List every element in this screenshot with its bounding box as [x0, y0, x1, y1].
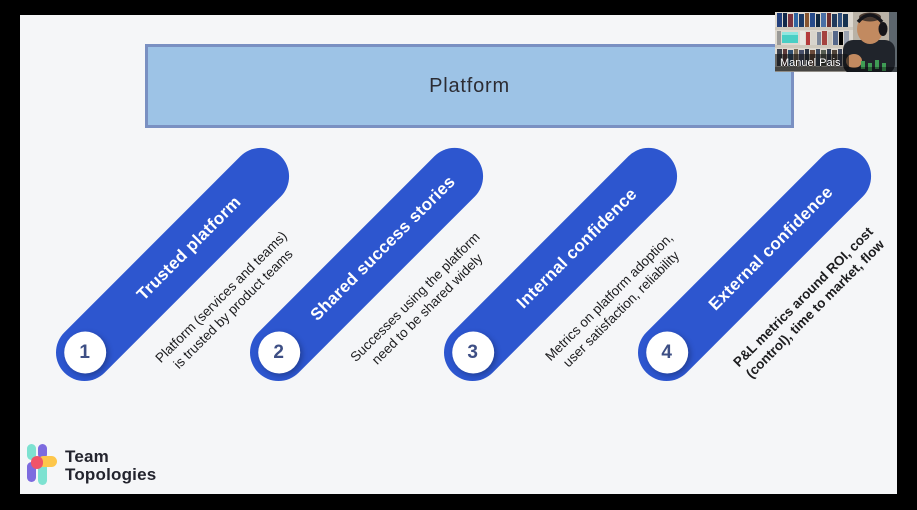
logo-shape-teal-top — [27, 444, 36, 460]
headphones-band-icon — [856, 13, 884, 24]
presentation-slide: Platform 1 Trusted platform Platform (se… — [20, 15, 897, 494]
step-number: 2 — [272, 341, 284, 363]
step-number: 3 — [466, 341, 478, 363]
shirt-graphic — [861, 60, 886, 71]
team-topologies-wordmark: Team Topologies — [65, 448, 156, 483]
person-hand — [846, 54, 862, 68]
team-topologies-logo: Team Topologies — [27, 444, 156, 487]
logo-word-line2: Topologies — [65, 464, 157, 484]
platform-title: Platform — [429, 74, 510, 97]
logo-shape-yellow-bar — [38, 456, 57, 467]
participant-person — [843, 12, 895, 72]
logo-shape-teal-bottom — [37, 463, 47, 485]
logo-shape-red-dot — [30, 456, 43, 469]
headphones-earcup-icon — [878, 22, 888, 36]
step-number: 4 — [660, 341, 672, 363]
logo-shape-purple-bottom — [27, 462, 36, 482]
logo-shape-purple-top — [37, 444, 47, 459]
wall-edge — [889, 12, 897, 72]
logo-word-line1: Team — [65, 447, 109, 466]
person-head — [857, 14, 883, 44]
team-topologies-logo-icon — [27, 444, 58, 487]
step-number: 1 — [78, 341, 90, 363]
participant-video-tile[interactable]: Manuel Pais — [775, 12, 897, 72]
platform-header-box: Platform — [145, 44, 794, 128]
participant-name-label: Manuel Pais — [775, 54, 849, 71]
